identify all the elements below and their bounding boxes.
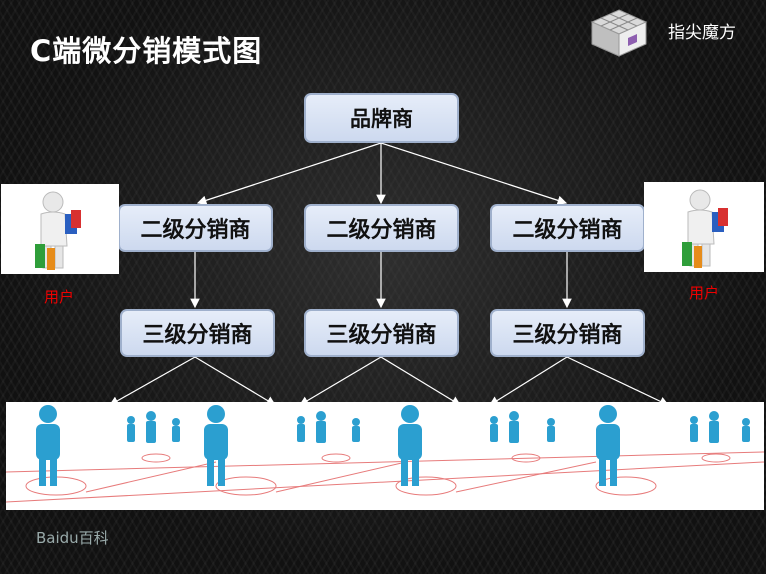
baidu-baike-watermark: Baidu百科 (36, 529, 109, 547)
level2-distributor-node: 二级分销商 (304, 204, 459, 252)
user-label-left: 用户 (44, 288, 75, 306)
page-title: C端微分销模式图 (30, 34, 263, 68)
brand-name: 指尖魔方 (668, 23, 736, 43)
level2-distributor-node: 二级分销商 (490, 204, 645, 252)
shopper-icon (35, 191, 81, 270)
brand-owner-node: 品牌商 (304, 93, 459, 143)
user-shopper-image-right (644, 182, 764, 272)
level2-distributor-node: 二级分销商 (118, 204, 273, 252)
level3-distributor-node: 三级分销商 (120, 309, 275, 357)
brand-cube-icon (590, 9, 648, 57)
user-label-right: 用户 (689, 284, 720, 302)
consumer-network-image (5, 402, 765, 510)
people-network-icon (5, 405, 765, 503)
level3-distributor-node: 三级分销商 (304, 309, 459, 357)
level3-distributor-node: 三级分销商 (490, 309, 645, 357)
shopper-icon (682, 189, 728, 268)
user-shopper-image-left (1, 184, 119, 274)
